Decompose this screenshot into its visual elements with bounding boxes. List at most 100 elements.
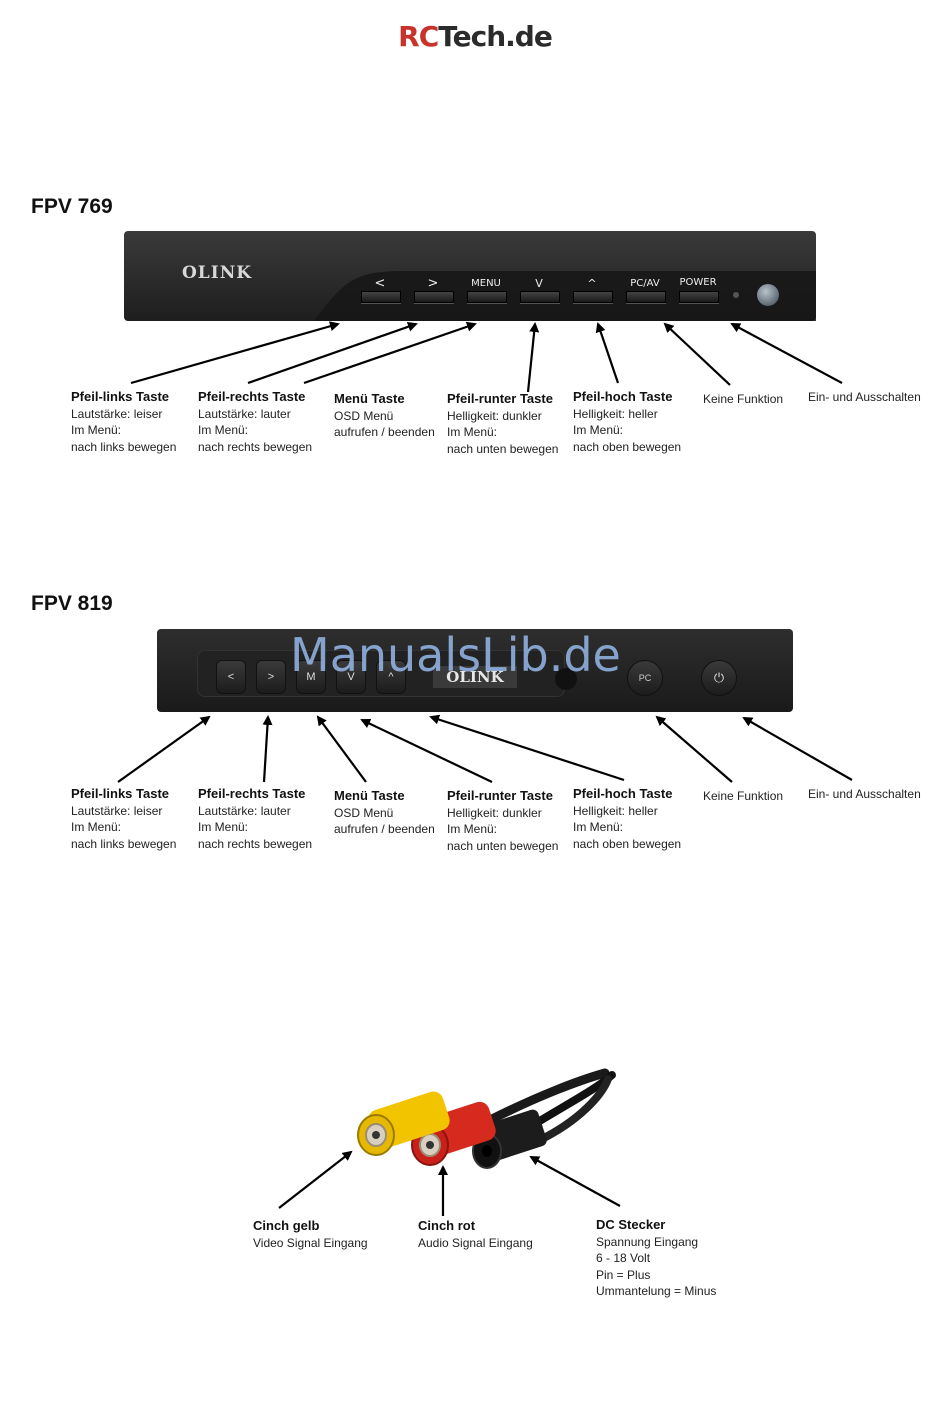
fpv819-label-up-line3: nach oben bewegen [573,836,682,851]
fpv819-label-right: Pfeil-rechts Taste Lautstärke: lauter Im… [198,786,312,852]
fpv819-label-menu-line1: OSD Menü [334,805,394,820]
label-dc-plug-title: DC Stecker [596,1217,666,1232]
fpv819-label-menu-line2: aufrufen / beenden [334,822,435,836]
fpv819-label-menu-title: Menü Taste [334,788,405,803]
label-cinch-yellow-title: Cinch gelb [253,1218,320,1233]
fpv819-label-down-line1: Helligkeit: dunkler [447,805,542,820]
fpv769-label-right: Pfeil-rechts Taste Lautstärke: lauter Im… [198,389,312,455]
label-cinch-red: Cinch rot Audio Signal Eingang [418,1218,533,1251]
label-dc-plug-line4: Ummantelung = Minus [596,1284,717,1298]
fpv769-right-button[interactable] [414,291,454,303]
fpv769-label-menu-line1: OSD Menü [334,408,394,423]
fpv769-label-power-line1: Ein- und Ausschalten [808,390,921,404]
fpv819-arrow-up [429,714,625,782]
fpv769-panel-photo: OLINK < > MENU V ^ PC/AV POWER [124,231,816,321]
fpv819-label-left-line3: nach links bewegen [71,836,177,851]
fpv769-arrow-right [247,321,418,385]
fpv769-label-left-line2: Im Menü: [71,423,122,437]
fpv769-label-left-line1: Lautstärke: leiser [71,406,163,421]
fpv769-menu-button[interactable] [467,291,507,303]
fpv819-label-down-line3: nach unten bewegen [447,838,559,853]
fpv769-label-pcav-line1: Keine Funktion [703,392,784,406]
fpv769-arrow-down [526,322,540,393]
fpv769-label-left-line3: nach links bewegen [71,439,177,454]
fpv819-arrow-right [262,715,273,783]
fpv819-label-right-line1: Lautstärke: lauter [198,803,291,818]
fpv769-label-menu-line2: aufrufen / beenden [334,425,435,439]
fpv769-down-button[interactable] [520,291,560,303]
fpv769-down-label: V [535,277,543,290]
fpv819-label-left-title: Pfeil-links Taste [71,786,170,801]
fpv819-label-down-title: Pfeil-runter Taste [447,788,553,803]
fpv769-label-up-line2: Im Menü: [573,423,624,437]
fpv769-label-up: Pfeil-hoch Taste Helligkeit: heller Im M… [573,389,681,455]
fpv769-label-down: Pfeil-runter Taste Helligkeit: dunkler I… [447,391,558,457]
fpv769-power-label: POWER [679,277,717,288]
fpv769-pcav-label: PC/AV [630,278,660,289]
fpv819-title: FPV 819 [31,592,113,615]
fpv819-arrow-left [117,715,211,783]
fpv819-label-down: Pfeil-runter Taste Helligkeit: dunkler I… [447,788,558,854]
fpv769-label-left-title: Pfeil-links Taste [71,389,170,404]
fpv769-brand: OLINK [182,263,253,283]
fpv819-left-button[interactable]: < [216,660,246,694]
fpv819-brand: OLINK [433,666,517,688]
label-dc-plug-line1: Spannung Eingang [596,1234,699,1249]
fpv819-label-left-line2: Im Menü: [71,820,122,834]
fpv769-label-menu-title: Menü Taste [334,391,405,406]
fpv769-label-down-line1: Helligkeit: dunkler [447,408,542,423]
fpv769-label-right-line1: Lautstärke: lauter [198,406,291,421]
fpv769-label-down-line2: Im Menü: [447,425,498,439]
cinch-yellow [357,1091,450,1156]
fpv769-label-up-title: Pfeil-hoch Taste [573,389,673,404]
arrow-cinch-yellow [278,1150,353,1209]
fpv819-label-left: Pfeil-links Taste Lautstärke: leiser Im … [71,786,176,852]
fpv819-down-button[interactable]: V [336,660,366,694]
fpv769-power-button[interactable] [679,291,719,303]
logo-rc: RC [398,20,439,53]
fpv769-arrow-menu [303,321,477,385]
fpv819-right-button[interactable]: > [256,660,286,694]
fpv819-pc-button[interactable]: PC [627,660,663,696]
fpv819-label-power-line1: Ein- und Ausschalten [808,787,921,801]
manualslib-watermark: ManualsLib.de [290,628,621,682]
fpv769-label-down-title: Pfeil-runter Taste [447,391,553,406]
label-dc-plug-line3: Pin = Plus [596,1267,651,1282]
fpv769-label-right-line2: Im Menü: [198,423,249,437]
fpv769-right-label: > [427,276,439,291]
fpv769-label-down-line3: nach unten bewegen [447,441,559,456]
fpv819-up-button[interactable]: ^ [376,660,406,694]
rctech-logo: RCTech.de [0,20,950,53]
fpv819-label-down-line2: Im Menü: [447,822,498,836]
fpv769-pcav-button[interactable] [626,291,666,303]
fpv769-led-indicator [733,292,739,298]
label-dc-plug-line2: 6 - 18 Volt [596,1251,651,1265]
fpv769-label-power: Ein- und Ausschalten [808,389,921,406]
label-cinch-yellow-line1: Video Signal Eingang [253,1235,368,1250]
fpv769-label-pcav: Keine Funktion [703,391,783,408]
fpv819-panel-photo: < > M V ^ OLINK PC ⏻ [157,629,793,712]
fpv769-arrow-pcav [663,322,731,386]
fpv819-label-pc: Keine Funktion [703,788,783,805]
fpv819-label-left-line1: Lautstärke: leiser [71,803,163,818]
fpv819-arrow-power [742,717,853,781]
fpv819-arrow-down [360,718,493,783]
fpv819-menu-button[interactable]: M [296,660,326,694]
fpv819-arrow-pc [655,715,733,783]
fpv769-label-left: Pfeil-links Taste Lautstärke: leiser Im … [71,389,176,455]
fpv819-power-button[interactable]: ⏻ [701,660,737,696]
fpv819-label-power: Ein- und Ausschalten [808,786,921,803]
fpv769-arrow-power [730,323,843,384]
fpv769-label-right-line3: nach rechts bewegen [198,439,313,454]
fpv769-up-button[interactable] [573,291,613,303]
fpv819-label-pc-line1: Keine Funktion [703,789,784,803]
fpv769-up-label: ^ [587,277,597,290]
fpv769-power-sensor [757,284,779,306]
fpv769-arrow-up [595,322,620,384]
fpv769-arrow-left [130,321,340,385]
fpv769-menu-label: MENU [471,278,501,289]
fpv769-left-button[interactable] [361,291,401,303]
label-cinch-red-title: Cinch rot [418,1218,476,1233]
